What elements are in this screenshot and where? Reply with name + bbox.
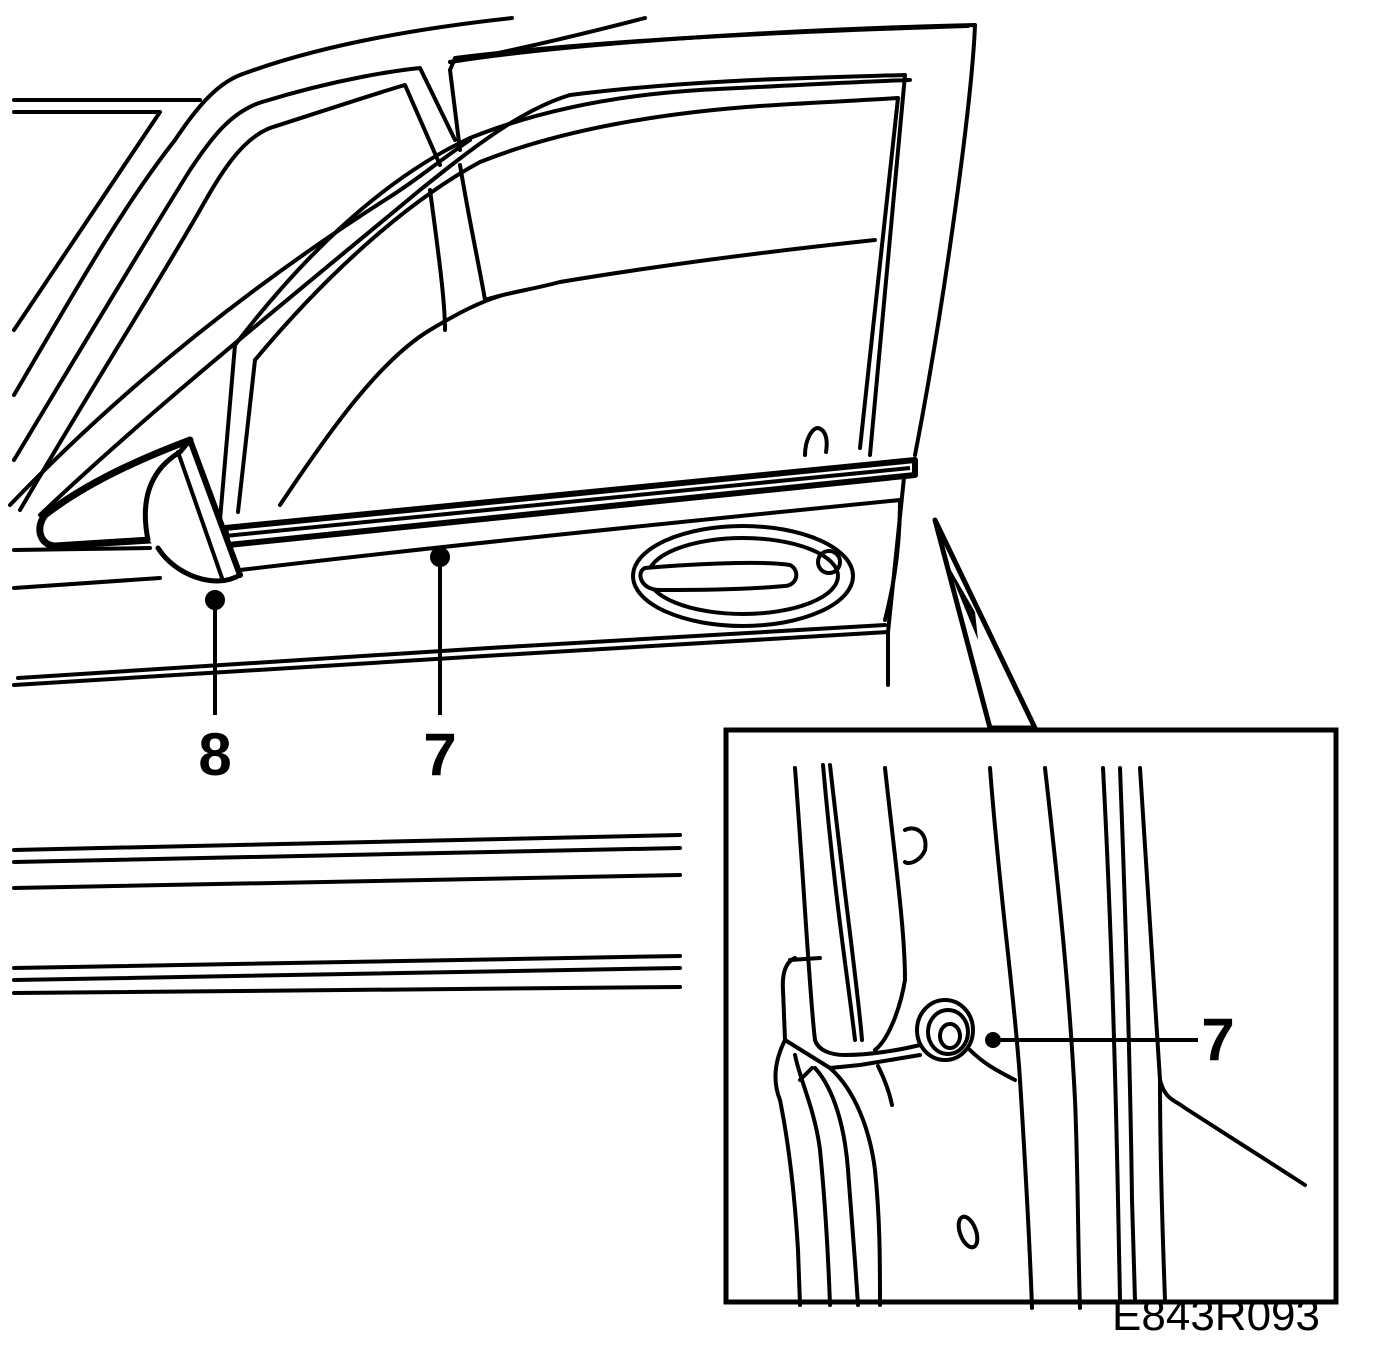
callout-leaders: [205, 547, 450, 715]
detail-pointer: [932, 517, 1038, 731]
car-body-illustration: [8, 16, 977, 995]
callout-7-main: 7: [423, 721, 456, 788]
figure-code: E843R093: [1112, 1291, 1320, 1340]
callout-7-detail: 7: [1201, 1006, 1234, 1073]
trim-end-cap: [36, 436, 243, 584]
callout-8: 8: [198, 721, 231, 788]
detail-inset: 7 E843R093: [723, 727, 1339, 1340]
